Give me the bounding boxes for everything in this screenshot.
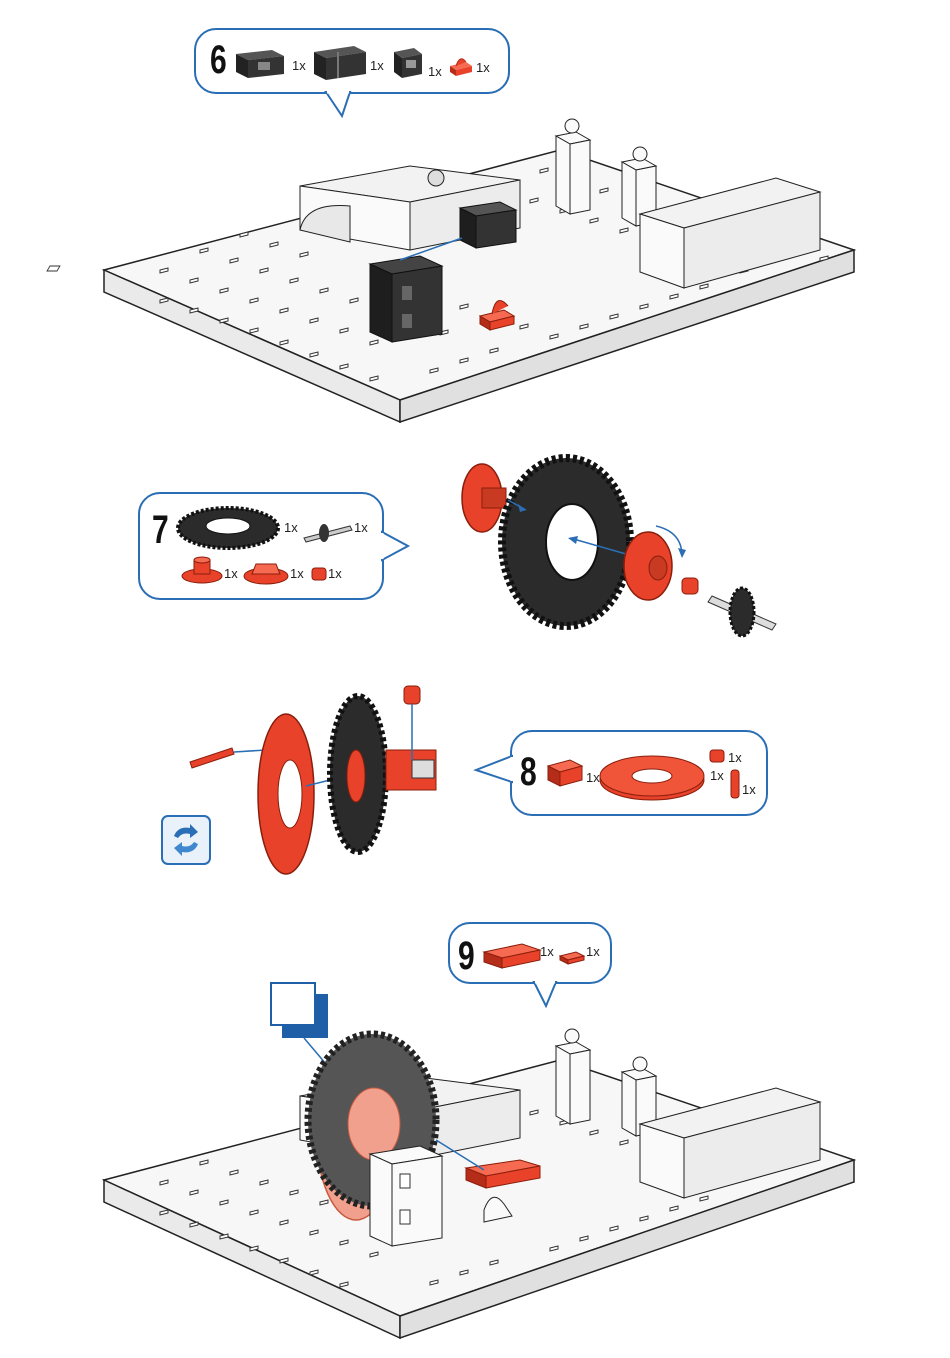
step-8-part-red-disc (598, 752, 706, 802)
step-6-part-block-small (390, 44, 424, 80)
step-8-part-red-cross-block (544, 754, 586, 790)
step-6-qty-4: 1x (476, 60, 490, 75)
step-6-qty-2: 1x (370, 58, 384, 73)
step-8-exploded-disc-illustration (186, 680, 466, 880)
step-7-part-red-nut (242, 556, 290, 586)
step-7-qty-1: 1x (284, 520, 298, 535)
step-7-part-red-ring (310, 566, 328, 582)
step-8-qty-4: 1x (742, 782, 756, 797)
step-7-number: 7 (152, 508, 168, 553)
step-7-part-red-hub (180, 554, 224, 584)
step-6-part-red-clip (446, 52, 474, 78)
step-6-part-block-long (310, 42, 368, 82)
step-7-qty-3: 1x (224, 566, 238, 581)
rotate-arrows-icon (160, 814, 212, 866)
step-9-part-red-plate (482, 940, 542, 972)
step-7-exploded-gear-illustration (456, 456, 786, 656)
step-6-assembly-illustration (100, 110, 860, 430)
step-8-qty-3: 1x (728, 750, 742, 765)
step-7-qty-2: 1x (354, 520, 368, 535)
step-8-part-red-ring (708, 748, 726, 764)
step-9-qty-2: 1x (586, 944, 600, 959)
step-8-number: 8 (520, 750, 536, 795)
step-7-callout-pointer (382, 528, 412, 568)
step-7-qty-4: 1x (290, 566, 304, 581)
step-9-part-red-small (558, 946, 586, 966)
step-9-number: 9 (458, 934, 474, 979)
step-6-qty-3: 1x (428, 64, 442, 79)
step-7-qty-5: 1x (328, 566, 342, 581)
step-9-assembly-illustration (100, 1020, 860, 1340)
step-8-qty-2: 1x (710, 768, 724, 783)
step-9-qty-1: 1x (540, 944, 554, 959)
step-7-part-axle (302, 520, 358, 546)
step-7-part-gear-black (174, 504, 282, 552)
step-6-part-block-black (232, 44, 288, 80)
step-8-callout-pointer (474, 752, 514, 788)
step-9-callout-pointer (530, 982, 562, 1010)
step-8-part-red-pin (728, 768, 742, 800)
step-6-qty-1: 1x (292, 58, 306, 73)
step-6-number: 6 (210, 38, 226, 83)
